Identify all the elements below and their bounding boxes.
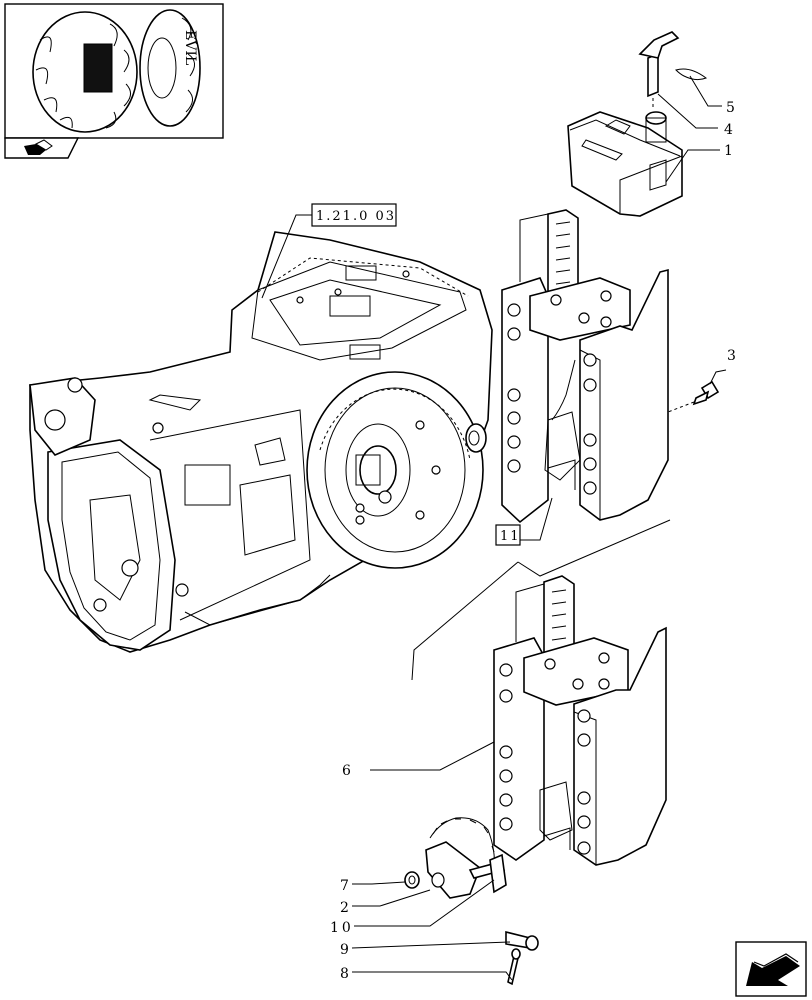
- callout-4: 4: [724, 122, 733, 138]
- leader-5: [689, 75, 722, 107]
- drawbar-pin-part-2: [425, 817, 507, 899]
- callout-1: 1: [724, 143, 733, 159]
- assembly-reference[interactable]: 11: [411, 497, 671, 681]
- view-marker-tab[interactable]: [4, 137, 80, 159]
- callout-3: 3: [727, 348, 736, 364]
- pin-part-4: [638, 31, 680, 108]
- leader-8: [352, 971, 513, 981]
- washer-part-7: [404, 871, 420, 889]
- transmission-reference[interactable]: 1.21.0 03: [261, 203, 397, 299]
- folder-arrow-icon: [24, 139, 53, 155]
- thumbnail-frame[interactable]: EVIL: [4, 3, 224, 139]
- bolt-part-3: [667, 380, 720, 413]
- leader-2: [352, 889, 431, 907]
- callout-5: 5: [726, 100, 735, 116]
- callout-6: 6: [342, 763, 351, 779]
- pin-part-9: [505, 930, 539, 951]
- leader-6: [370, 741, 495, 771]
- tractor-thumbnail-icon: EVIL: [32, 9, 201, 133]
- transmission-ref-label: 1.21.0 03: [316, 209, 396, 224]
- upper-hitch-assembly: [501, 209, 669, 524]
- leader-3: [709, 369, 727, 385]
- callout-7: 7: [340, 878, 349, 894]
- callout-10: 10: [330, 920, 354, 936]
- leader-4: [657, 93, 718, 129]
- transmission-housing: [29, 231, 493, 653]
- callout-8: 8: [340, 966, 349, 982]
- leader-9: [351, 941, 511, 949]
- clip-part-5: [675, 68, 708, 81]
- lower-hitch-assembly: [493, 575, 667, 866]
- top-bracket: [567, 111, 683, 217]
- prev-page-arrow-button[interactable]: [735, 941, 807, 997]
- split-pin-part-8: [507, 948, 521, 986]
- callout-2: 2: [340, 900, 349, 916]
- leader-10: [354, 879, 495, 927]
- leader-1: [665, 149, 720, 183]
- leader-7: [352, 881, 406, 885]
- callout-9: 9: [340, 942, 349, 958]
- assembly-ref-label: 11: [500, 529, 521, 544]
- prev-page-arrow-icon: [746, 953, 800, 986]
- svg-text:EVIL: EVIL: [182, 30, 198, 65]
